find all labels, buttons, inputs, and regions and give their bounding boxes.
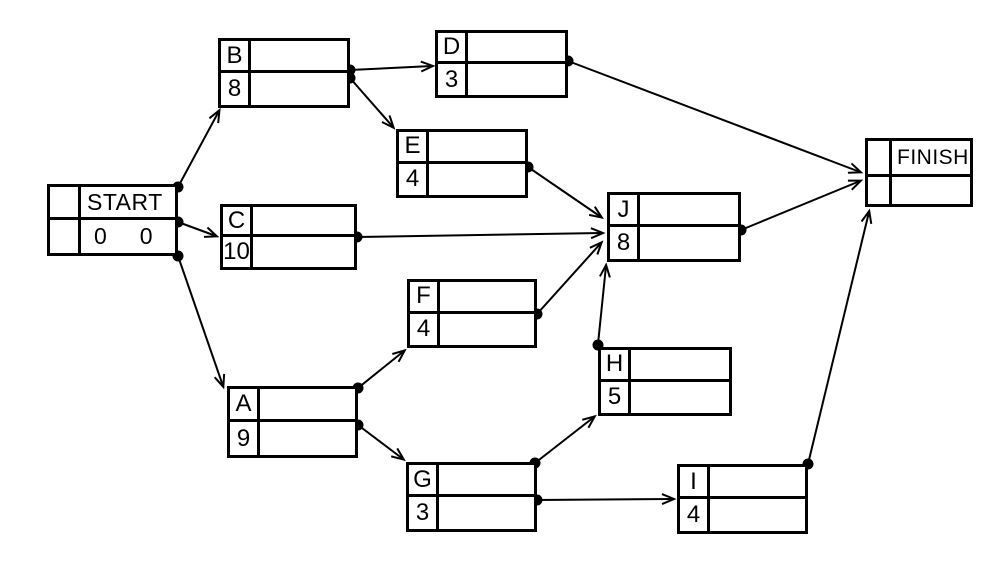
node-d-bottom-cell [468,64,565,95]
node-f-top-cell [440,282,534,314]
node-j-bottom-cell [640,227,738,259]
node-g-label: G [409,465,439,497]
node-j-duration: 8 [610,227,640,259]
node-i-duration: 4 [680,499,710,531]
node-b-label: B [221,41,251,73]
edge-A-F [357,348,407,389]
edge-I-FINISH [807,208,873,465]
node-a-label: A [230,389,260,422]
node-i: I 4 [677,464,808,534]
node-e-label: E [399,132,429,164]
node-finish-label: FINISH [892,141,970,177]
node-c-label: C [223,207,253,237]
node-g-bottom-cell [439,497,534,529]
node-d-top-cell [468,33,565,64]
edge-E-J [527,166,604,220]
edge-A-G [357,424,406,462]
node-h-duration: 5 [601,381,631,413]
node-g-top-cell [439,465,534,497]
node-start-early: 0 [94,223,107,249]
node-c: C 10 [220,204,357,270]
node-e: E 4 [396,129,528,198]
node-b-top-cell [251,41,347,73]
node-g: G 3 [406,462,537,532]
node-h-top-cell [631,350,729,382]
node-d-label: D [438,33,468,64]
node-e-bottom-cell [429,164,525,196]
node-d-duration: 3 [438,64,468,95]
node-f-bottom-cell [440,314,534,346]
node-b: B 8 [218,38,350,108]
node-a-duration: 9 [230,422,260,455]
node-e-top-cell [429,132,525,164]
edge-START-A [177,255,226,390]
node-i-label: I [680,467,710,499]
node-c-bottom-cell [253,237,354,267]
edge-C-J [356,227,606,240]
node-i-bottom-cell [710,499,805,531]
node-g-duration: 3 [409,497,439,529]
node-start-left-bottom-cell [50,220,81,253]
node-start: START 0 0 [47,184,178,256]
node-b-duration: 8 [221,73,251,105]
node-start-label: START [81,187,175,220]
node-d: D 3 [435,30,568,98]
node-a: A 9 [227,386,358,458]
node-f-duration: 4 [410,313,440,345]
node-i-top-cell [710,467,805,499]
node-j-top-cell [640,195,738,227]
edge-H-J [597,262,611,345]
edge-J-FINISH [740,179,864,231]
node-j-label: J [610,195,640,227]
edge-START-B [177,107,221,188]
node-a-bottom-cell [260,422,355,455]
edge-B-E [349,77,396,130]
node-start-left-top-cell [50,187,81,220]
node-start-times: 0 0 [81,220,175,253]
node-c-top-cell [253,207,354,237]
node-finish-left-bottom-cell [868,177,892,204]
edge-F-J [536,240,604,315]
edge-G-I [536,493,677,506]
node-finish-bottom-cell [892,177,970,204]
node-a-top-cell [260,389,355,422]
edge-B-D [349,60,436,73]
edge-G-H [534,414,597,464]
node-f-label: F [410,282,440,314]
node-start-late: 0 [139,223,153,249]
edge-D-FINISH [567,60,864,174]
node-finish-left-top-cell [868,141,892,177]
edge-START-C [177,221,220,238]
node-h-label: H [601,350,631,382]
node-c-duration: 10 [223,237,253,267]
node-h: H 5 [598,347,732,416]
node-j: J 8 [607,192,741,262]
node-h-bottom-cell [631,382,729,414]
node-f: F 4 [407,279,537,348]
node-e-duration: 4 [399,163,429,195]
node-finish: FINISH [865,138,973,207]
node-b-bottom-cell [251,73,347,105]
